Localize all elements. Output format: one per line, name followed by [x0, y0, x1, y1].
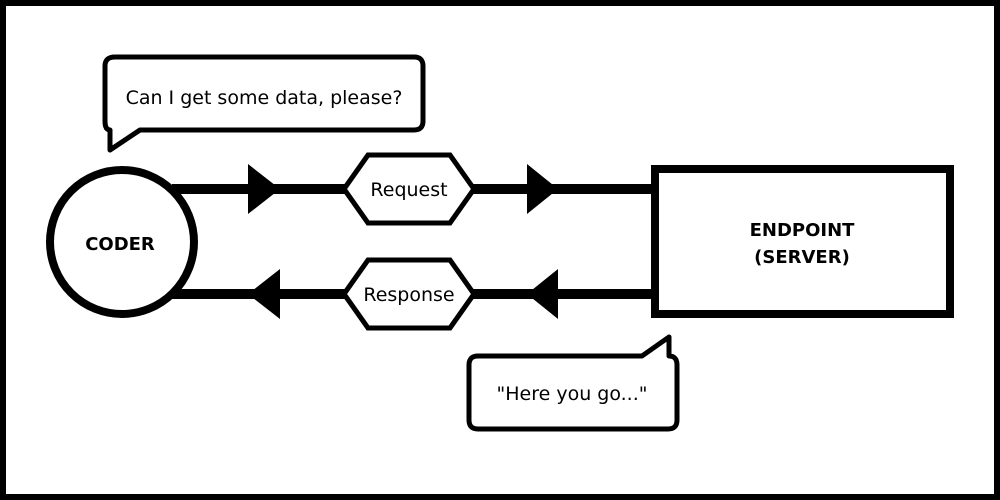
coder-node — [46, 166, 198, 318]
endpoint-node — [651, 165, 954, 318]
coder-label: CODER — [85, 234, 155, 255]
server-speech-text: "Here you go..." — [497, 383, 648, 405]
response-hexagon — [340, 257, 478, 331]
response-label: Response — [363, 284, 454, 306]
coder-speech-bubble — [102, 54, 426, 153]
response-arrow-left — [248, 269, 280, 319]
endpoint-label-line2: (SERVER) — [754, 247, 850, 268]
request-arrow-left — [248, 164, 280, 214]
response-arrow-right — [527, 269, 558, 319]
endpoint-label-line1: ENDPOINT — [750, 220, 856, 241]
request-hexagon — [340, 152, 478, 226]
request-arrow-right — [527, 164, 558, 214]
coder-speech-text: Can I get some data, please? — [126, 87, 403, 109]
server-speech-bubble — [466, 334, 680, 432]
request-label: Request — [370, 179, 447, 201]
